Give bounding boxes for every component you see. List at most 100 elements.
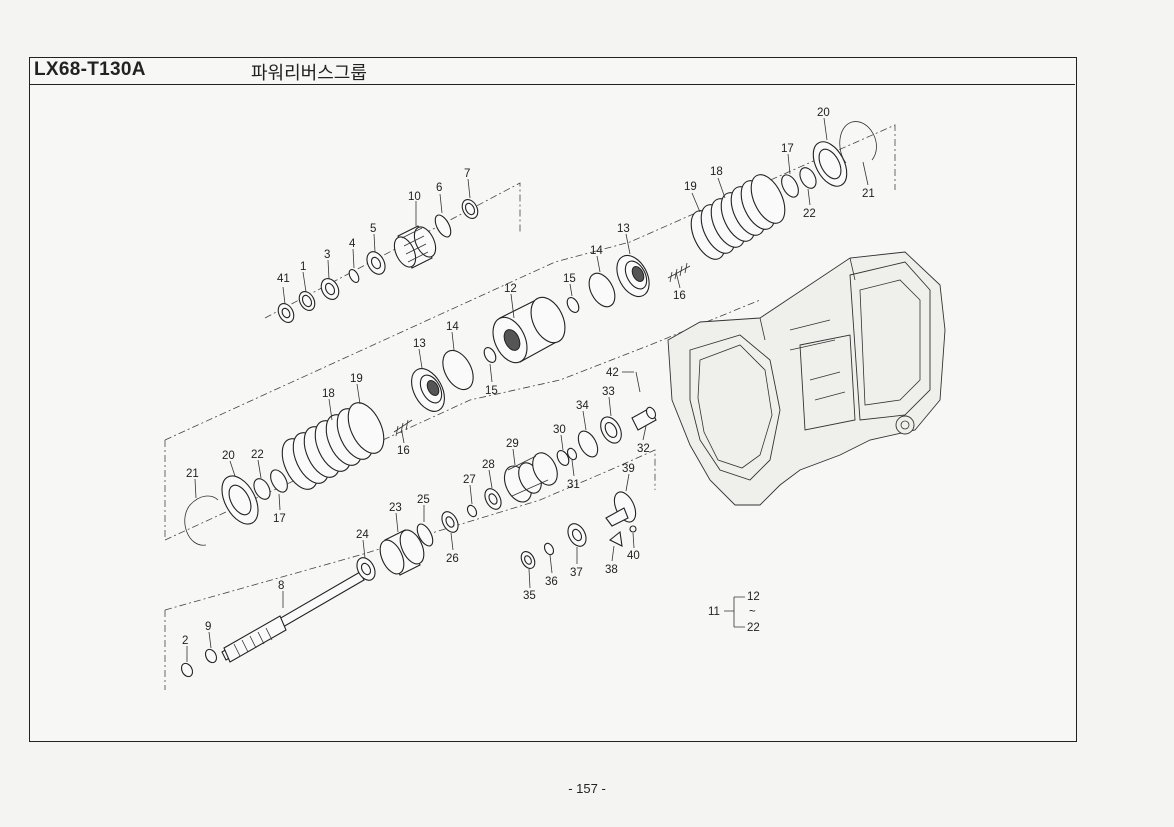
part-22-ring-upper bbox=[799, 167, 817, 189]
part-34-snap-ring bbox=[577, 430, 599, 458]
part-2-ring bbox=[180, 662, 194, 678]
callout-21-lower: 21 bbox=[186, 468, 199, 480]
callout-41: 41 bbox=[277, 273, 290, 285]
callout-34: 34 bbox=[576, 400, 589, 412]
callout-28: 28 bbox=[482, 459, 495, 471]
callout-15-upper: 15 bbox=[563, 273, 576, 285]
group-note-parent: 11 bbox=[708, 606, 720, 618]
part-35-bearing bbox=[520, 551, 536, 569]
part-18-19-clutch-plates-lower bbox=[281, 402, 385, 490]
callout-20-upper: 20 bbox=[817, 107, 830, 119]
callout-12: 12 bbox=[504, 283, 517, 295]
callout-14-lower: 14 bbox=[446, 321, 459, 333]
group-note-tilde: ~ bbox=[749, 606, 756, 618]
part-7-seal bbox=[461, 199, 479, 219]
group-title: 파워리버스그룹 bbox=[251, 63, 367, 84]
part-33-bearing bbox=[600, 416, 622, 444]
transmission-housing bbox=[667, 251, 946, 506]
callout-15-lower: 15 bbox=[485, 385, 498, 397]
part-27-ring bbox=[466, 504, 478, 518]
part-16-spring-upper bbox=[667, 262, 691, 283]
part-31-snap-ring bbox=[566, 447, 578, 461]
part-13-piston-upper bbox=[616, 254, 650, 298]
model-code: LX68-T130A bbox=[34, 59, 146, 80]
part-36-ring bbox=[543, 542, 555, 556]
part-10-gear bbox=[393, 225, 437, 269]
part-13-piston-lower bbox=[411, 368, 445, 412]
part-14-o-ring-lower bbox=[442, 349, 474, 391]
part-1-ring bbox=[298, 291, 316, 311]
callout-13-upper: 13 bbox=[617, 223, 630, 235]
callout-13-lower: 13 bbox=[413, 338, 426, 350]
callout-6: 6 bbox=[436, 182, 442, 194]
part-15-o-ring-lower bbox=[483, 347, 497, 363]
part-19-18-clutch-plates-upper bbox=[690, 174, 786, 260]
part-41-washer bbox=[277, 303, 295, 323]
part-39-gear bbox=[605, 491, 637, 527]
part-25-snap-ring bbox=[416, 523, 434, 547]
part-29-cluster-gear bbox=[503, 452, 558, 503]
callout-8: 8 bbox=[278, 580, 284, 592]
part-22-ring-lower bbox=[253, 478, 271, 500]
part-8-shaft bbox=[221, 571, 365, 663]
part-37-bearing bbox=[567, 523, 587, 547]
part-14-o-ring-upper bbox=[588, 272, 616, 308]
callout-17-upper: 17 bbox=[781, 143, 794, 155]
callout-14-upper: 14 bbox=[590, 245, 603, 257]
callout-29: 29 bbox=[506, 438, 519, 450]
callout-39: 39 bbox=[622, 463, 635, 475]
callout-36: 36 bbox=[545, 576, 558, 588]
callout-37: 37 bbox=[570, 567, 583, 579]
callout-32: 32 bbox=[637, 443, 650, 455]
group-note-to: 22 bbox=[747, 622, 760, 634]
callout-25: 25 bbox=[417, 494, 430, 506]
part-20-end-plate-lower bbox=[221, 475, 259, 525]
part-38-plate bbox=[608, 530, 623, 547]
callout-23: 23 bbox=[389, 502, 402, 514]
header-bar: LX68-T130A 파워리버스그룹 bbox=[29, 57, 1075, 85]
callout-19-upper: 19 bbox=[684, 181, 697, 193]
callout-27: 27 bbox=[463, 474, 476, 486]
callout-21-upper: 21 bbox=[862, 188, 875, 200]
callout-18-lower: 18 bbox=[322, 388, 335, 400]
part-21-snap-ring-upper bbox=[839, 121, 877, 164]
callout-26: 26 bbox=[446, 553, 459, 565]
callout-35: 35 bbox=[523, 590, 536, 602]
callout-4: 4 bbox=[349, 238, 356, 250]
part-23-gear bbox=[379, 529, 425, 576]
part-17-ring-upper bbox=[781, 174, 799, 198]
callout-16-upper: 16 bbox=[673, 290, 686, 302]
callout-10: 10 bbox=[408, 191, 421, 203]
page-number: - 157 - bbox=[568, 781, 606, 796]
group-note: 11 12 ~ 22 bbox=[708, 591, 760, 634]
part-12-clutch-drum bbox=[492, 296, 566, 364]
callout-42: 42 bbox=[606, 367, 619, 379]
callout-19-lower: 19 bbox=[350, 373, 363, 385]
leader-lines bbox=[186, 117, 869, 662]
part-5-bearing bbox=[366, 251, 386, 275]
part-16-spring-lower bbox=[393, 419, 413, 437]
part-3-bearing bbox=[320, 278, 340, 300]
callout-5: 5 bbox=[370, 223, 376, 235]
part-6-snap-ring bbox=[434, 214, 452, 238]
callout-7: 7 bbox=[464, 168, 470, 180]
part-9-ring bbox=[204, 648, 218, 664]
part-28-bearing bbox=[484, 488, 502, 510]
part-17-ring-lower bbox=[270, 469, 288, 493]
callout-16-lower: 16 bbox=[397, 445, 410, 457]
part-40-bolt bbox=[629, 525, 637, 533]
callout-3: 3 bbox=[324, 249, 330, 261]
callout-1: 1 bbox=[300, 261, 306, 273]
callout-labels: 41 1 3 4 5 10 6 7 12 15 14 13 16 19 18 1… bbox=[182, 107, 875, 647]
callout-31: 31 bbox=[567, 479, 580, 491]
callout-30: 30 bbox=[553, 424, 566, 436]
callout-24: 24 bbox=[356, 529, 369, 541]
callout-20-lower: 20 bbox=[222, 450, 235, 462]
part-21-snap-ring-lower bbox=[184, 495, 219, 546]
callout-38: 38 bbox=[605, 564, 618, 576]
part-20-end-plate-upper bbox=[812, 141, 848, 187]
group-note-from: 12 bbox=[747, 591, 760, 603]
part-24-bearing bbox=[356, 557, 376, 581]
part-32-bushing bbox=[631, 406, 657, 431]
